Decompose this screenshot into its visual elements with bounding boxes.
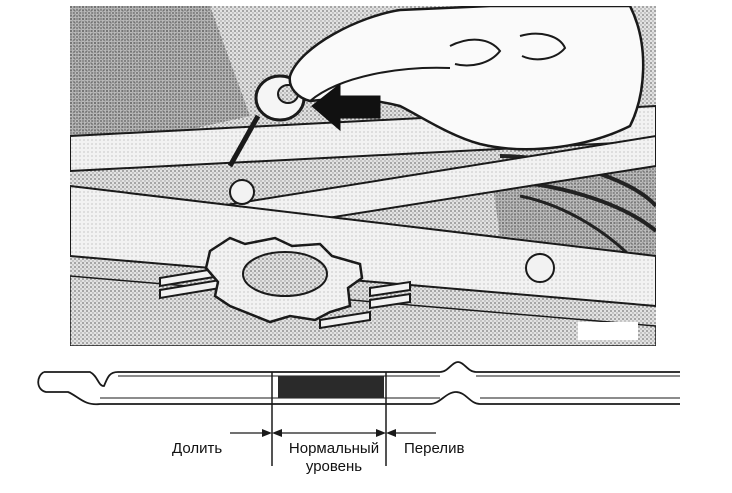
label-normal-level: Нормальный уровень [280, 440, 388, 476]
finger [309, 66, 451, 102]
dipstick-profile [37, 361, 680, 466]
normal-level-zone [278, 376, 384, 398]
cooling-fins [159, 266, 411, 330]
arrow-normal-right-icon [376, 429, 386, 437]
label-normal-line2: уровень [305, 458, 363, 475]
dipstick-outline [37, 361, 680, 406]
finger [519, 32, 567, 61]
pointer-arrow-icon [311, 82, 381, 132]
bolt [229, 179, 255, 205]
image-patch [578, 322, 638, 340]
engine-drawing [70, 6, 656, 346]
hose [519, 194, 632, 258]
label-normal-line1: Нормальный [288, 440, 380, 457]
arrow-add-head-icon [262, 429, 272, 437]
finger [449, 38, 502, 67]
oil-cap-center [242, 251, 328, 297]
bolt [525, 253, 555, 283]
arrow-normal-left-icon [272, 429, 282, 437]
label-add-oil: Долить [172, 440, 223, 457]
dipstick-shaft [227, 114, 261, 168]
arrow-overflow-head-icon [386, 429, 396, 437]
engine-illustration [70, 6, 656, 346]
lower-beam [70, 184, 656, 308]
label-overflow: Перелив [404, 440, 465, 457]
dipstick-level-panel [0, 346, 732, 488]
engine-recess [70, 6, 250, 156]
